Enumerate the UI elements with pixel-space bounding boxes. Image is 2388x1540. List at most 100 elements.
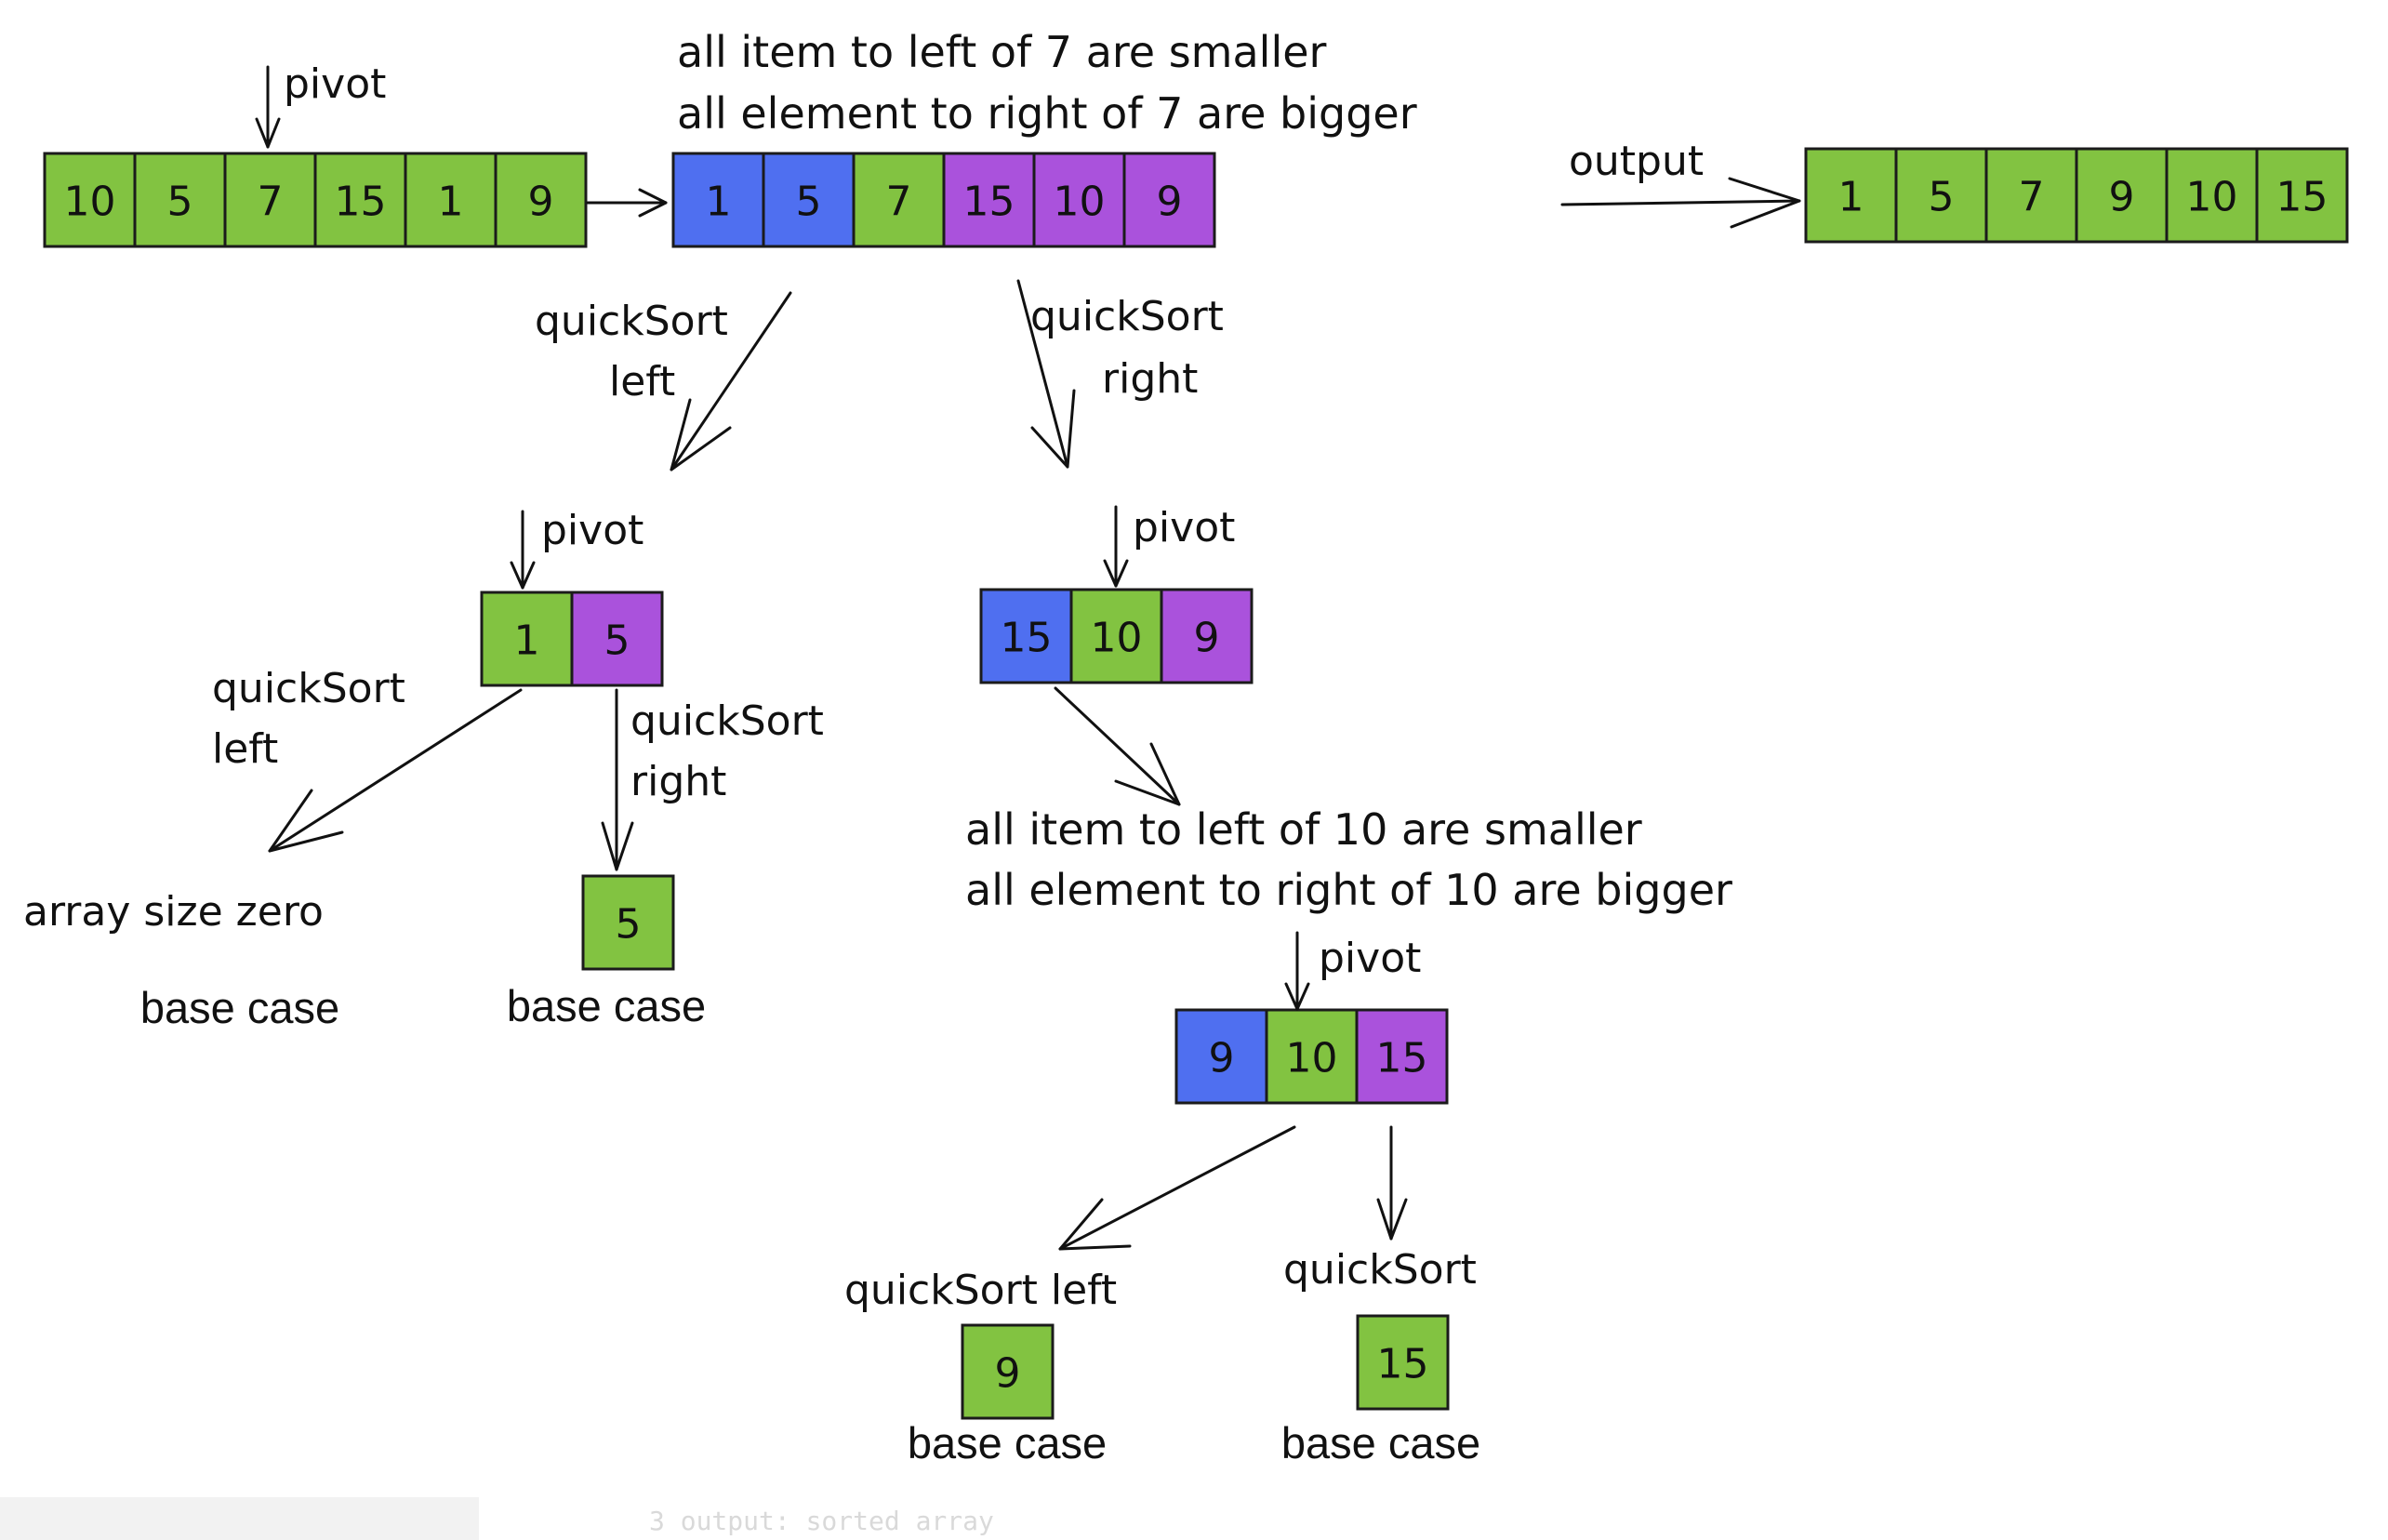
array-cell [2255, 147, 2349, 244]
array-cell-value: 7 [2019, 174, 2045, 221]
quicksort-right-arrow [1016, 279, 1076, 469]
final-quicksort-left-label: quickSort left [844, 1267, 1117, 1314]
left-pivot-arrow [510, 510, 536, 590]
array-cell [852, 152, 946, 248]
left-base-case-label: base case [140, 983, 339, 1032]
initial-pivot-arrow [255, 65, 281, 149]
array-cell-value: 10 [2186, 174, 2238, 221]
array-cell [133, 152, 227, 248]
array-cell-value: 15 [1377, 1341, 1429, 1388]
right-pivot-arrow [1103, 505, 1129, 588]
array-cell [223, 152, 317, 248]
array-cell-value: 1 [514, 617, 540, 665]
final-right-base-array: 15 [1356, 1314, 1450, 1411]
array-cell-value: 15 [335, 179, 387, 226]
array-cell [2165, 147, 2259, 244]
array-cell [404, 152, 498, 248]
array-cell-value: 10 [1286, 1035, 1338, 1082]
array-cell [1804, 147, 1898, 244]
array-cell [961, 1323, 1055, 1420]
array-cell [1355, 1008, 1449, 1105]
code-fragment: 3 output: sorted array [649, 1506, 994, 1536]
array-cell-value: 1 [438, 179, 464, 226]
array-cell [1356, 1314, 1450, 1411]
background-fragment [0, 1497, 479, 1540]
array-cell-value: 15 [963, 179, 1015, 226]
final-left-base-case-label: base case [908, 1418, 1107, 1467]
array-cell-value: 9 [1194, 615, 1220, 662]
array-cell-value: 5 [604, 617, 630, 665]
array-cell-value: 15 [2276, 174, 2328, 221]
quicksort-right-label-1: quickSort [1030, 293, 1224, 340]
right-pivot-label: pivot [1133, 504, 1235, 551]
array-cell-value: 5 [1929, 174, 1955, 221]
array-cell [1174, 1008, 1268, 1105]
array-cell-value: 1 [706, 179, 732, 226]
array-cell [1894, 147, 1988, 244]
array-cell-value: 10 [1091, 615, 1143, 662]
array-cell [494, 152, 588, 248]
array-cell-value: 9 [528, 179, 554, 226]
array-cell-value: 10 [64, 179, 116, 226]
final-right-arrow [1376, 1125, 1408, 1241]
left-quicksort-left-arrow [268, 688, 523, 853]
array-cell-value: 7 [886, 179, 912, 226]
left-pivot-label: pivot [541, 507, 643, 554]
partition-note-10-line1: all item to left of 10 are smaller [965, 804, 1642, 855]
right-partition-arrow [1054, 686, 1181, 806]
array-cell-value: 9 [2109, 174, 2135, 221]
array-cell [671, 152, 765, 248]
array-cell [1069, 588, 1163, 684]
array-cell-value: 9 [1209, 1035, 1235, 1082]
array-cell-value: 5 [796, 179, 822, 226]
array-cell-value: 5 [616, 901, 642, 949]
right-pivot-arrow-2 [1284, 931, 1310, 1011]
right-subarray: 15 10 9 [979, 588, 1254, 684]
partition-arrow [586, 188, 668, 218]
left-quicksort-left-label-1: quickSort [212, 665, 405, 712]
output-arrow [1560, 177, 1801, 229]
array-cell-value: 1 [1838, 174, 1864, 221]
array-cell-value: 10 [1054, 179, 1106, 226]
right-pivot-label-2: pivot [1319, 935, 1421, 982]
final-left-base-array: 9 [961, 1323, 1055, 1420]
array-cell [979, 588, 1073, 684]
array-cell [1160, 588, 1254, 684]
array-cell [480, 591, 574, 687]
left-quicksort-right-label-2: right [630, 758, 726, 805]
quicksort-left-label-1: quickSort [535, 298, 728, 345]
right-partitioned-array: 9 10 15 [1174, 1008, 1449, 1105]
array-cell-value: 9 [1157, 179, 1183, 226]
array-size-zero-label: array size zero [23, 888, 324, 936]
array-cell [570, 591, 664, 687]
initial-array: 10 5 7 15 1 9 [43, 152, 588, 248]
partition-note-7-line1: all item to left of 7 are smaller [677, 27, 1327, 77]
left-quicksort-left-label-2: left [212, 725, 278, 773]
array-cell [762, 152, 856, 248]
array-cell [43, 152, 137, 248]
quicksort-left-arrow [670, 291, 792, 471]
output-label: output [1569, 138, 1704, 185]
partition-note-7-line2: all element to right of 7 are bigger [677, 88, 1417, 139]
partition-note-10-line2: all element to right of 10 are bigger [965, 865, 1732, 915]
quicksort-right-label-2: right [1102, 355, 1198, 403]
quicksort-left-label-2: left [609, 358, 675, 405]
left-quicksort-right-label-1: quickSort [630, 697, 824, 745]
array-cell-value: 9 [995, 1350, 1021, 1398]
final-right-base-case-label: base case [1281, 1418, 1480, 1467]
array-cell-value: 15 [1001, 615, 1053, 662]
array-cell-value: 5 [167, 179, 193, 226]
array-cell [581, 874, 675, 971]
final-left-arrow [1058, 1125, 1296, 1251]
left-quicksort-right-arrow [601, 688, 634, 871]
left-right-base-case-label: base case [507, 981, 706, 1030]
array-cell [2075, 147, 2169, 244]
array-cell-value: 15 [1376, 1035, 1428, 1082]
initial-pivot-label: pivot [284, 60, 386, 108]
left-base-array: 5 [581, 874, 675, 971]
array-cell-value: 7 [258, 179, 284, 226]
